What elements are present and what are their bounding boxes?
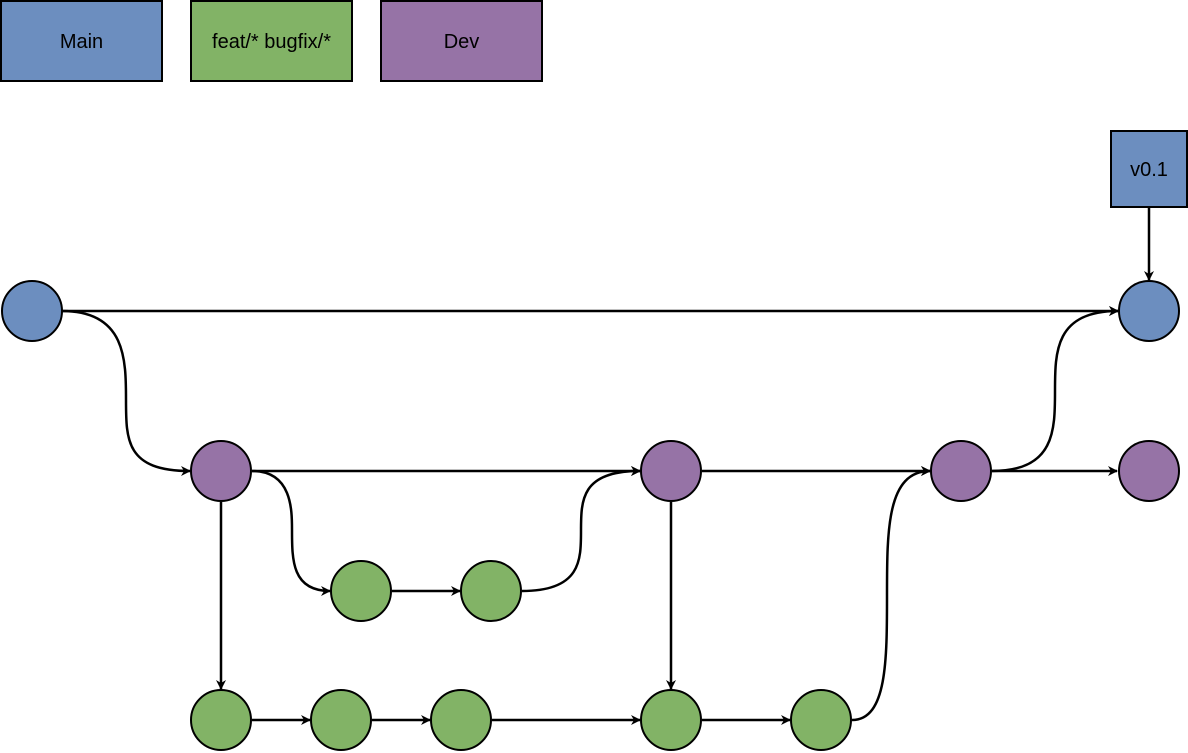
legend-dev-swatch (380, 0, 543, 82)
commit-main-start (1, 280, 63, 342)
commit-feature-b1 (190, 689, 252, 751)
version-tag: v0.1 (1110, 130, 1188, 208)
nodes (1, 280, 1180, 751)
legend-feature-swatch (190, 0, 353, 82)
edge-featureA2-to-dev2 (521, 466, 641, 593)
edge-dev3-to-release (991, 306, 1119, 473)
edges (61, 207, 1154, 725)
commit-feature-b5 (790, 689, 852, 751)
legend-main-label: Main (60, 31, 103, 53)
commit-dev-4 (1118, 440, 1180, 502)
commit-feature-b3 (430, 689, 492, 751)
legend-feature-label: feat/* bugfix/* (212, 31, 331, 53)
version-tag-box (1110, 130, 1188, 208)
commit-feature-a2 (460, 560, 522, 622)
legend-main: Main (0, 0, 163, 82)
legend-feature: feat/* bugfix/* (190, 0, 353, 82)
commit-dev-3 (930, 440, 992, 502)
edge-main-to-dev1 (61, 309, 191, 476)
legend-main-swatch (0, 0, 163, 82)
commit-feature-a1 (330, 560, 392, 622)
legend-dev: Dev (380, 0, 543, 82)
legend: Main feat/* bugfix/* Dev (0, 0, 543, 82)
commit-feature-b2 (310, 689, 372, 751)
commit-feature-b4 (640, 689, 702, 751)
version-tag-label: v0.1 (1130, 159, 1168, 181)
commit-dev-1 (190, 440, 252, 502)
legend-dev-label: Dev (444, 31, 480, 53)
edge-dev1-to-featureA1 (251, 469, 331, 596)
commit-dev-2 (640, 440, 702, 502)
commit-main-release (1118, 280, 1180, 342)
edge-featureB5-to-dev3 (851, 466, 931, 722)
